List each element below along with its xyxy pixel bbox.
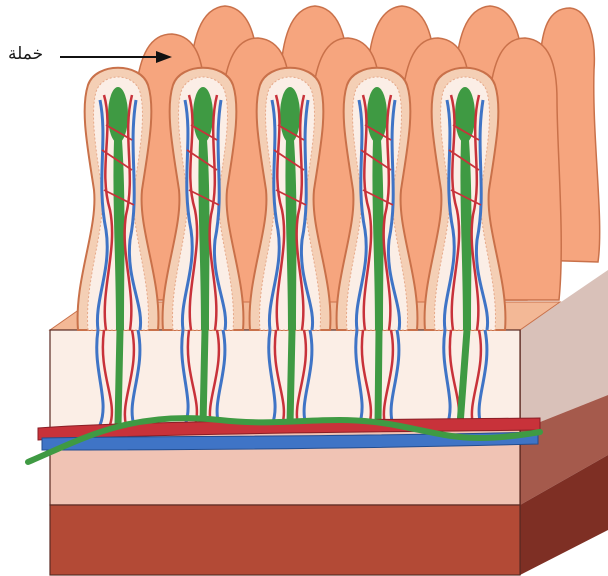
villus-label: خملة xyxy=(8,44,43,64)
muscle-layer xyxy=(50,505,520,575)
front-villi xyxy=(78,68,506,330)
